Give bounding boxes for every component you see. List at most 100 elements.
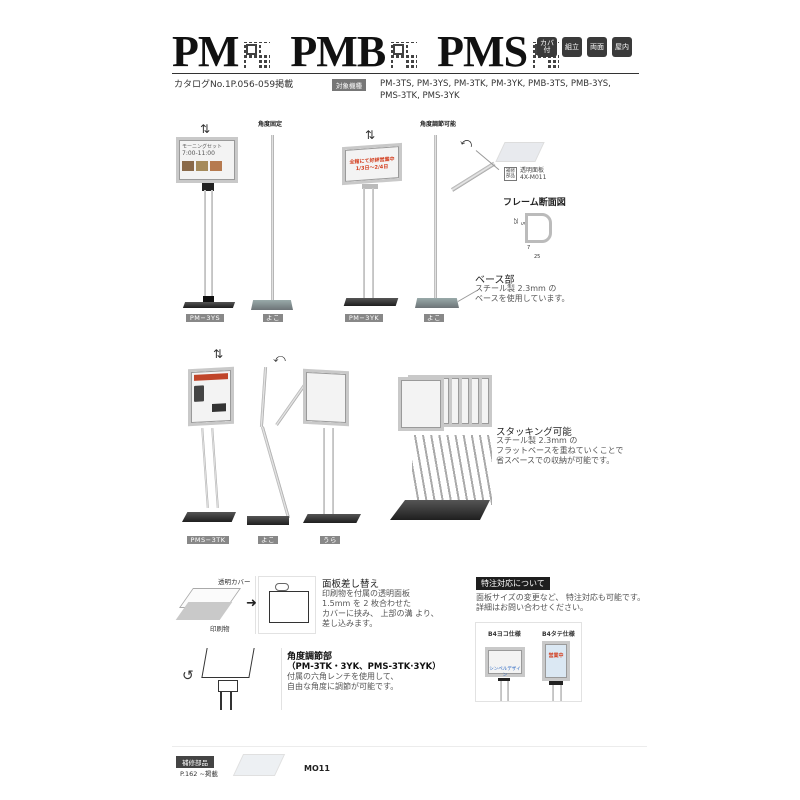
stacking-description: スチール製 2.3mm の フラットベースを重ねていくことで 省スペースでの収納… — [496, 436, 623, 466]
sign-text: 7:00-11:00 — [182, 150, 215, 157]
b4-portrait-label: B4タテ仕様 — [542, 631, 575, 638]
panel-swap-description: 印刷物を付属の透明面板 1.5mm を 2 枚合わせた カバーに挟み、 上部の溝… — [322, 589, 439, 629]
custom-size-examples: B4ヨコ仕様 B4タテ仕様 シンペルデザイン 営業中 — [475, 622, 582, 702]
pole-side — [260, 426, 291, 519]
title-pmb: PMB — [290, 27, 386, 76]
panel-swap-text-line: カバーに挟み、 上部の溝 より、 — [322, 609, 439, 618]
clear-panel-image — [495, 142, 545, 162]
hand-icon — [275, 583, 289, 591]
base-side — [247, 516, 289, 525]
qr-code-icon[interactable] — [244, 42, 271, 68]
panel-swap-diagram-1: 透明カバー 印刷物 — [174, 576, 256, 634]
panel-swap-text-line: 1.5mm を 2 枚合わせた — [322, 599, 412, 608]
frame-bracket — [362, 184, 378, 189]
header-divider — [172, 73, 639, 74]
qr-code-icon[interactable] — [391, 42, 418, 68]
replacement-name: 透明面板 — [520, 167, 545, 174]
base-description: スチール製 2.3mm の ベースを使用しています。 — [475, 284, 570, 304]
pole — [552, 685, 554, 701]
frame-section-title: フレーム断面図 — [503, 198, 566, 208]
label-pms-3tk: PMS−3TK — [187, 536, 229, 544]
frame-outline — [269, 591, 309, 623]
pole — [211, 428, 219, 508]
models-line-1: PM-3TS, PM-3YS, PM-3TK, PM-3YK, PMB-3TS,… — [380, 79, 611, 89]
adjustable-angle-caption: 角度調節可能 — [420, 121, 457, 128]
custom-order-tag: 特注対応について — [476, 577, 550, 590]
label-pm-3ys: PM−3YS — [186, 314, 224, 322]
models-line-2: PMS-3TK, PMS-3YK — [380, 91, 460, 101]
pole — [363, 188, 365, 298]
custom-order-text-line: 詳細はお問い合わせください。 — [476, 603, 588, 612]
angle-adjust-text-line: 自由な角度に調節が可能です。 — [287, 682, 399, 691]
part-code: MO11 — [304, 764, 330, 773]
pole — [332, 428, 334, 516]
dim-height: 25 — [512, 218, 518, 225]
pole-outline — [220, 692, 222, 710]
b4-landscape-label: B4ヨコ仕様 — [488, 631, 521, 638]
label-side: よこ — [424, 314, 444, 322]
stacked-signs-image — [398, 373, 498, 435]
title-pm: PM — [172, 27, 239, 76]
sign-pm-3yk: 全館にて好評営業中 1/3日〜2/4日 — [342, 142, 402, 186]
tag-line: 部品 — [506, 174, 515, 179]
frame-outline — [201, 648, 255, 678]
angle-adjust-text-line: 付属の六角レンチを使用して、 — [287, 672, 399, 681]
angle-adjust-description: 付属の六角レンチを使用して、 自由な角度に調節が可能です。 — [287, 672, 398, 692]
pole — [204, 190, 206, 298]
pole — [201, 428, 209, 508]
base-side — [415, 298, 459, 308]
pole — [560, 685, 562, 701]
panel-swap-diagram-2 — [258, 576, 316, 634]
pole — [507, 681, 509, 701]
base — [343, 298, 399, 306]
angle-adjust-title: 角度調節部 — [287, 652, 333, 662]
sign-pms-3tk — [188, 366, 234, 427]
base-side — [251, 300, 293, 310]
replacement-code: 4X-M011 — [520, 174, 547, 181]
parts-tag: 補修部品 — [176, 756, 214, 768]
panel-swap-text-line: 印刷物を付属の透明面板 — [322, 589, 410, 598]
sign-text: 営業中 — [548, 653, 564, 659]
sign-text: シンペルデザイン — [489, 667, 521, 678]
feature-badges: カバ付 組立 両面 屋内 — [537, 37, 632, 57]
base-block — [203, 296, 214, 302]
label-side: よこ — [258, 536, 278, 544]
b4-landscape-sign: シンペルデザイン — [485, 647, 525, 678]
sign-pm-3ys: モーニングセット 7:00-11:00 — [176, 137, 238, 183]
title-pms: PMS — [437, 27, 528, 76]
custom-order-description: 面板サイズの変更など、 特注対応も可能です。 詳細はお問い合わせください。 — [476, 593, 645, 613]
height-adjust-arrows-icon: ⇅ — [365, 128, 376, 142]
arrow-right-icon: ➜ — [246, 596, 257, 611]
angle-adjust-diagram: ↺ — [174, 648, 282, 710]
product-title-row: PM PMB PMS — [172, 27, 579, 76]
bracket-outline — [218, 680, 238, 692]
sign-back — [303, 368, 349, 427]
rotate-arrow-icon: ⤺ — [273, 351, 286, 365]
replacement-part-info: 補修 部品 透明面板 4X-M011 — [504, 167, 546, 181]
label-back: うら — [320, 536, 340, 544]
height-adjust-arrows-icon: ⇅ — [200, 122, 211, 136]
target-models-tag: 対象機種 — [332, 79, 366, 91]
pole — [372, 188, 374, 298]
label-pm-3yk: PM−3YK — [345, 314, 383, 322]
sign-text: モーニングセット — [182, 144, 223, 150]
rotate-arrow-icon: ↺ — [182, 668, 194, 684]
frame-bracket — [202, 183, 214, 191]
bracket — [498, 678, 510, 681]
footer-divider — [172, 746, 647, 747]
cover-label: 透明カバー — [218, 578, 251, 586]
badge-assembly: 組立 — [562, 37, 582, 57]
stacked-bases — [390, 500, 490, 520]
base — [303, 514, 361, 523]
dim-notch: 7 — [527, 245, 531, 251]
pole-side — [434, 135, 437, 300]
replacement-tag: 補修 部品 — [504, 167, 517, 181]
frame-section-diagram — [525, 213, 552, 243]
pole-side — [271, 135, 274, 300]
pole — [500, 681, 502, 701]
panel-swap-text-line: 差し込みます。 — [322, 619, 378, 628]
frame-side — [259, 366, 268, 428]
catalog-reference: カタログNo.1P.056-059掲載 — [174, 80, 294, 90]
fixed-angle-caption: 角度固定 — [258, 121, 283, 128]
bracket — [549, 681, 563, 685]
